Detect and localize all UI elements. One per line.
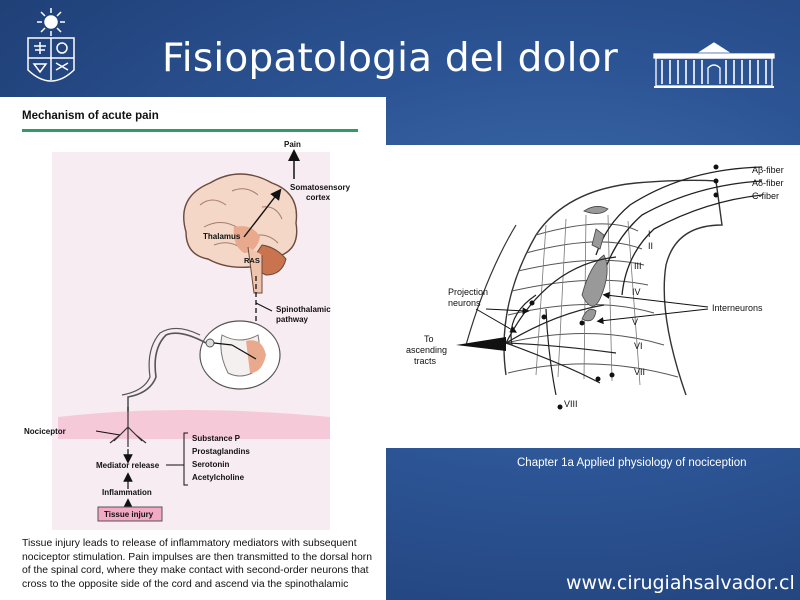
left-figure-header: Mechanism of acute pain [22, 110, 159, 122]
incoming-fibers [595, 166, 763, 296]
label-projection-2: neurons [448, 298, 481, 308]
label-cortex-1: Somatosensory [290, 183, 351, 192]
peripheral-nerve [127, 332, 207, 417]
label-pathway-1: Spinothalamic [276, 305, 331, 314]
fiber-2: C-fiber [752, 191, 779, 201]
fiber-1: Aδ-fiber [752, 178, 784, 188]
label-ascending-3: tracts [414, 356, 437, 366]
mediator-0: Substance P [192, 434, 241, 443]
lamina-6: VII [634, 367, 645, 377]
tissue-injury-box [97, 506, 163, 522]
label-thalamus: Thalamus [203, 232, 241, 241]
mediators-bracket [183, 432, 188, 486]
mediator-1: Prostaglandins [192, 447, 250, 456]
label-tissue-injury: Tissue injury [104, 510, 154, 519]
ascending-tract-wedge [456, 337, 506, 351]
slide-title: Fisiopatologia del dolor [162, 36, 618, 81]
nociceptor-endings [109, 407, 147, 447]
label-pathway-2: pathway [276, 315, 309, 324]
mediator-2: Serotonin [192, 460, 229, 469]
label-ras: RAS [244, 256, 260, 265]
thalamus-cortex-arrow [243, 188, 282, 238]
dorsal-horn-diagram: I II III IV V VI VII VIII Aβ-fiber Aδ-fi… [406, 164, 784, 410]
lamina-2: III [634, 261, 642, 271]
skin-layer [58, 410, 330, 439]
university-seal-icon [27, 8, 75, 82]
label-pain: Pain [284, 140, 301, 149]
left-figure-caption: Tissue injury leads to release of inflam… [22, 538, 372, 590]
spinal-cord-section [199, 320, 281, 390]
fiber-0: Aβ-fiber [752, 165, 784, 175]
mediator-3: Acetylcholine [192, 473, 245, 482]
acute-pain-diagram: Pain Somatosensory cortex Thalamus RAS S… [24, 140, 351, 522]
label-projection-1: Projection [448, 287, 488, 297]
label-interneurons: Interneurons [712, 303, 763, 313]
lamina-1: II [648, 241, 653, 251]
label-nociceptor: Nociceptor [24, 427, 66, 436]
right-figure-caption: Chapter 1a Applied physiology of nocicep… [517, 457, 747, 469]
label-ascending-2: ascending [406, 345, 447, 355]
lamina-4: V [632, 317, 638, 327]
building-facade-icon [653, 42, 775, 88]
interneuron-cells [581, 206, 609, 322]
footer-url: www.cirugiahsalvador.cl [566, 572, 795, 594]
label-cortex-2: cortex [306, 193, 331, 202]
label-mediator-release: Mediator release [96, 461, 160, 470]
lamina-5: VI [634, 341, 643, 351]
dorsal-horn-outline [503, 179, 723, 396]
lamina-3: IV [632, 287, 641, 297]
header-divider [22, 129, 358, 132]
label-inflammation: Inflammation [102, 488, 152, 497]
brain-illustration [183, 173, 298, 294]
label-ascending-1: To [424, 334, 434, 344]
lamina-7: VIII [564, 399, 578, 409]
